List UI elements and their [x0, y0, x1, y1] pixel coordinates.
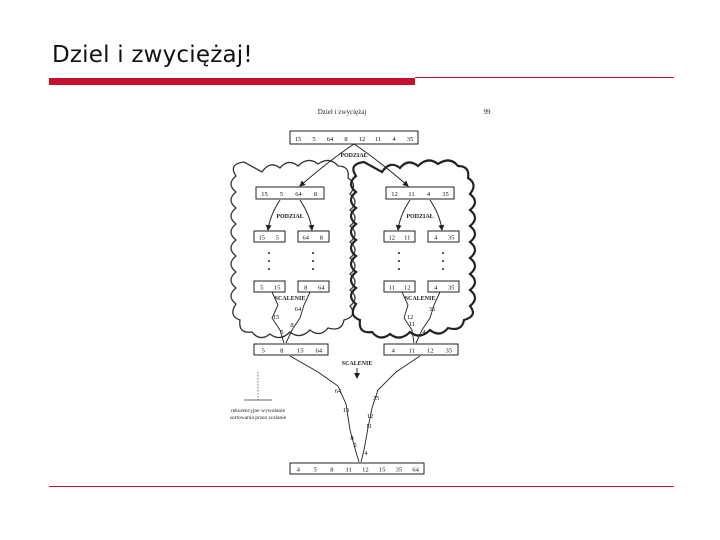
note-line-1: rekurencyjne wywołanie: [231, 408, 286, 414]
final-right-stream-value: 12: [367, 413, 374, 420]
top-array-value: 15: [295, 136, 302, 143]
right-result-value: 4: [392, 348, 396, 355]
left-array-value: 15: [261, 191, 268, 198]
left-result-value: 8: [280, 348, 283, 355]
left-sorted-value: 64: [318, 285, 325, 292]
left-array-value: 64: [295, 191, 302, 198]
right-array-value: 12: [391, 191, 398, 198]
right-sorted-value: 35: [448, 285, 455, 292]
final-array-value: 5: [314, 467, 317, 474]
left-array-box: [255, 186, 325, 200]
left-recursion-cloud: [230, 159, 356, 339]
final-array-value: 4: [297, 467, 301, 474]
left-array-value: 8: [314, 191, 317, 198]
right-ellipsis-dots: [398, 252, 444, 270]
right-sorted-a-box: [383, 280, 416, 293]
left-result-value: 15: [297, 348, 304, 355]
final-array-value: 8: [330, 467, 333, 474]
final-array-value: 15: [379, 467, 386, 474]
final-left-stream-value: 15: [343, 407, 350, 414]
left-array-value: 5: [280, 191, 283, 198]
right-merge-stream-value: 35: [429, 306, 436, 313]
top-array-value: 8: [344, 136, 347, 143]
right-result-box: [383, 343, 459, 356]
note-line-2: sortowania przez scalanie: [230, 415, 287, 421]
top-array-box: [289, 130, 419, 145]
left-merge-stream-value: 5: [280, 329, 283, 336]
left-merge-stream-value: 64: [295, 306, 302, 313]
right-array-value: 4: [427, 191, 431, 198]
bottom-divider: [49, 486, 674, 487]
right-array-value: 35: [442, 191, 449, 198]
left-result-value: 5: [262, 348, 265, 355]
left-split-value: 5: [276, 235, 279, 242]
right-result-value: 12: [427, 348, 434, 355]
right-sorted-b-box: [427, 280, 460, 293]
final-array-value: 64: [412, 467, 419, 474]
right-merge-stream-value: 12: [407, 314, 414, 321]
right-result-value: 35: [446, 348, 453, 355]
right-sorted-value: 12: [404, 285, 411, 292]
right-split-b-box: [427, 230, 460, 243]
right-split-value: 11: [404, 235, 410, 242]
title-accent-bar: [49, 78, 415, 85]
right-merge-stream-value: 4: [422, 329, 426, 336]
right-merge-stream-value: 11: [409, 321, 415, 328]
figure-header: Dziel i zwyciężaj: [318, 108, 367, 116]
left-split-value: 64: [303, 235, 310, 242]
top-array-value: 4: [392, 136, 396, 143]
top-array-value: 11: [375, 136, 381, 143]
right-split-value: 4: [434, 235, 438, 242]
left-merge-stream-value: 15: [273, 314, 280, 321]
left-sorted-value: 5: [260, 285, 263, 292]
left-split-value: 8: [320, 235, 323, 242]
left-sorted-value: 8: [304, 285, 307, 292]
final-right-stream-value: 11: [366, 423, 372, 430]
right-sorted-value: 4: [434, 285, 438, 292]
final-array-value: 12: [362, 467, 369, 474]
left-sorted-a-box: [253, 280, 286, 293]
left-sorted-b-box: [297, 280, 330, 293]
left-split-a-box: [253, 230, 286, 243]
final-array-box: [289, 462, 425, 475]
final-array-value: 11: [345, 467, 351, 474]
divide-label-top: PODZIAŁ: [340, 153, 367, 159]
top-divider: [415, 77, 674, 78]
slide-title: Dziel i zwyciężaj!: [52, 42, 253, 68]
top-array-value: 12: [359, 136, 366, 143]
merge-label-left: SCALENIE: [275, 296, 306, 302]
right-array-box: [385, 186, 455, 200]
right-result-value: 11: [409, 348, 415, 355]
figure-page-number: 99: [484, 108, 492, 116]
left-ellipsis-dots: [268, 252, 314, 270]
divide-label-left: PODZIAŁ: [276, 214, 303, 220]
right-recursion-cloud: [349, 159, 477, 339]
right-array-value: 11: [408, 191, 414, 198]
merge-label-final: SCALENIE: [342, 361, 373, 367]
final-right-stream-value: 4: [364, 450, 368, 457]
final-array-value: 35: [396, 467, 403, 474]
merge-label-right: SCALENIE: [405, 296, 436, 302]
final-left-stream-value: 8: [350, 435, 353, 442]
top-array-value: 35: [407, 136, 414, 143]
right-split-value: 35: [448, 235, 455, 242]
left-result-value: 64: [316, 348, 323, 355]
left-sorted-value: 15: [274, 285, 281, 292]
left-result-box: [253, 343, 329, 356]
left-merge-stream-value: 8: [290, 322, 293, 329]
right-split-a-box: [383, 230, 416, 243]
final-left-stream-value: 5: [353, 442, 356, 449]
top-array-value: 64: [327, 136, 334, 143]
right-split-value: 12: [389, 235, 396, 242]
final-right-stream-value: 35: [373, 395, 380, 402]
divide-label-right: PODZIAŁ: [406, 214, 433, 220]
left-split-value: 15: [259, 235, 266, 242]
left-split-b-box: [297, 230, 330, 243]
right-sorted-value: 11: [389, 285, 395, 292]
top-array-value: 5: [312, 136, 315, 143]
final-left-stream-value: 64: [335, 388, 342, 395]
